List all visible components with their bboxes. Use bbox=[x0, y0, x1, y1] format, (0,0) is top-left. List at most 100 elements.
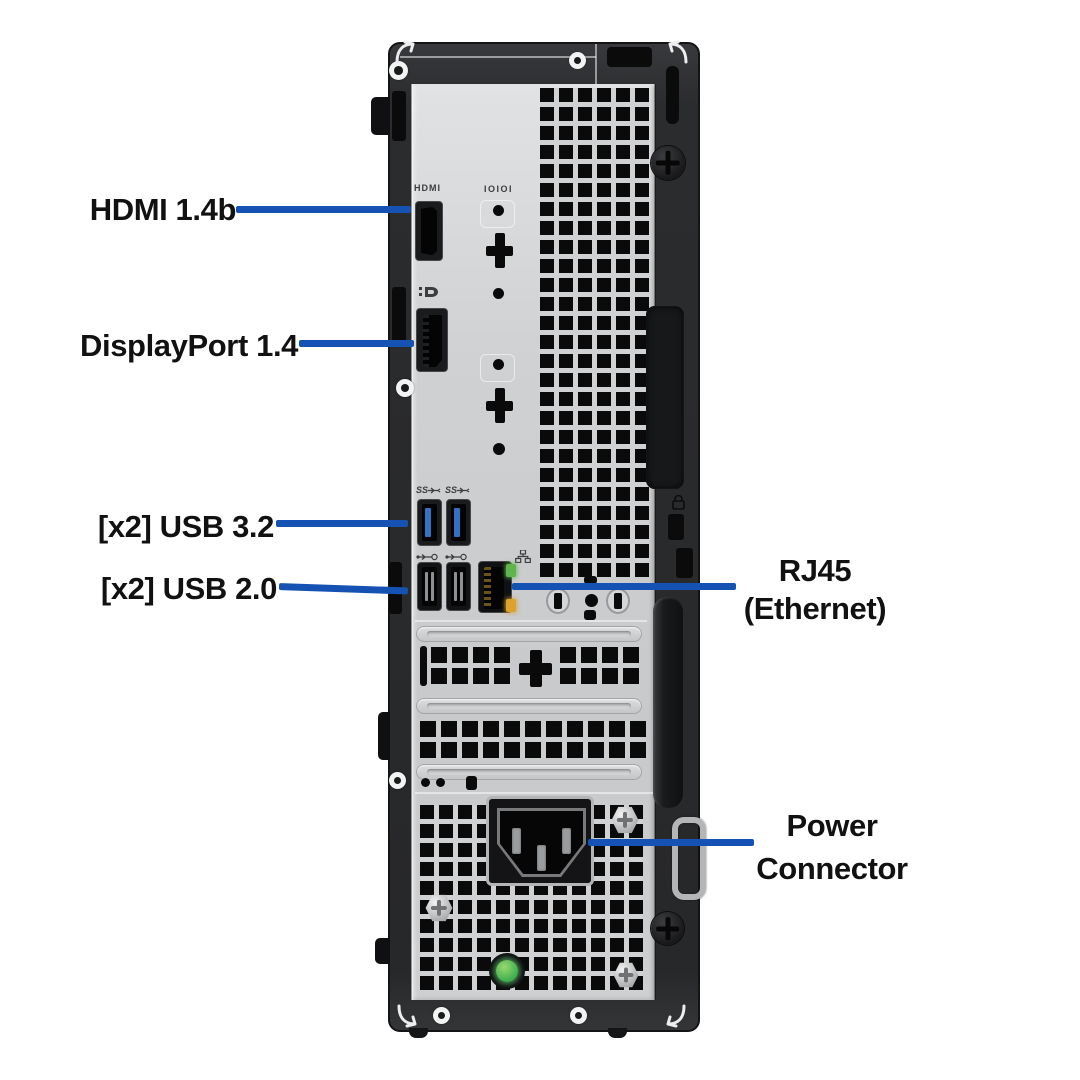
expansion-slot-cover bbox=[416, 698, 642, 714]
padlock-ring bbox=[672, 817, 706, 900]
vent-grid bbox=[540, 88, 649, 577]
hdmi-port-opening bbox=[421, 207, 437, 255]
knockout-hole bbox=[493, 443, 505, 455]
usb2-contacts bbox=[454, 572, 457, 601]
bracket-slot bbox=[584, 576, 597, 584]
corner-hook-icon bbox=[666, 1004, 686, 1028]
knockout-hole bbox=[493, 359, 504, 370]
chassis-cutout bbox=[392, 91, 406, 141]
usb3-tongue bbox=[425, 508, 431, 537]
frame-outline bbox=[400, 56, 596, 58]
power-inlet-pin bbox=[537, 845, 546, 871]
expansion-slot-cover bbox=[416, 764, 642, 780]
rj45-activity-led bbox=[506, 599, 516, 612]
leader-line-hdmi bbox=[236, 206, 411, 213]
knockout-hole bbox=[436, 778, 445, 787]
thumbscrew bbox=[651, 912, 684, 945]
annotation-displayport: DisplayPort 1.4 bbox=[80, 328, 298, 363]
annotation-rj45: RJ45 (Ethernet) bbox=[715, 552, 915, 628]
thumbscrew bbox=[651, 146, 685, 180]
expansion-vent-grid bbox=[420, 721, 646, 758]
panel-edge bbox=[411, 84, 413, 1000]
power-inlet-pin bbox=[562, 828, 571, 854]
usb3-speed-marking: SS bbox=[416, 485, 429, 495]
annotation-power: Power Connector bbox=[732, 804, 932, 890]
knockout-outline bbox=[480, 200, 515, 228]
usb3-tongue bbox=[454, 508, 460, 537]
power-inlet-pin bbox=[512, 828, 521, 854]
psu-edge bbox=[415, 792, 655, 794]
chassis-cutout bbox=[676, 548, 693, 578]
knockout-outline bbox=[480, 354, 515, 382]
expansion-vent-grid bbox=[560, 647, 639, 684]
displayport-opening bbox=[423, 315, 442, 367]
side-vent-slot bbox=[666, 66, 679, 124]
corner-hook-icon bbox=[668, 40, 688, 64]
top-vent-slot bbox=[607, 47, 652, 67]
annotation-hdmi: HDMI 1.4b bbox=[89, 192, 237, 227]
chassis-cutout bbox=[392, 287, 406, 343]
screw-hole bbox=[569, 52, 586, 69]
knockout-hole bbox=[493, 205, 504, 216]
chassis-side-tab bbox=[371, 97, 390, 135]
screw-hole bbox=[389, 61, 408, 80]
corner-hook-icon bbox=[395, 40, 415, 64]
release-latch-handle bbox=[653, 597, 683, 808]
usb2-port-1 bbox=[417, 562, 442, 611]
chassis-side-tab bbox=[375, 938, 390, 964]
frame-divider bbox=[595, 44, 597, 84]
screw-mount-cross bbox=[486, 233, 513, 268]
panel-edge bbox=[654, 84, 656, 1000]
leader-line-power bbox=[588, 839, 754, 846]
annotation-power-line2: Connector bbox=[756, 851, 908, 886]
usb2-contacts bbox=[425, 572, 428, 601]
leader-line-usb32 bbox=[276, 520, 408, 527]
screw-hole bbox=[389, 772, 406, 789]
leader-line-rj45 bbox=[512, 583, 736, 590]
psu-diagnostic-led bbox=[491, 955, 523, 987]
bracket-slot bbox=[466, 776, 477, 790]
expansion-slot-cover bbox=[416, 626, 642, 642]
annotation-power-line1: Power bbox=[786, 808, 878, 843]
chassis-foot bbox=[409, 1028, 428, 1038]
usb3-port-2 bbox=[446, 499, 471, 546]
handle-recess bbox=[646, 306, 684, 489]
usb3-port-1 bbox=[417, 499, 442, 546]
serial-port-marking: IOIOI bbox=[484, 184, 514, 194]
thumbscrew-hole bbox=[546, 588, 570, 614]
screw-mount-cross bbox=[519, 650, 552, 687]
usb2-contacts bbox=[460, 572, 463, 601]
bracket-slot bbox=[584, 610, 596, 620]
screw-hole bbox=[585, 594, 598, 607]
screw-hole bbox=[570, 1007, 587, 1024]
usb2-port-2 bbox=[446, 562, 471, 611]
screw-mount-cross bbox=[486, 388, 513, 423]
hdmi-port bbox=[415, 201, 443, 261]
screw-hole bbox=[396, 379, 414, 397]
chassis-foot bbox=[608, 1028, 627, 1038]
leader-line-displayport bbox=[299, 340, 414, 347]
expansion-vent-grid bbox=[431, 647, 510, 684]
psu-screw bbox=[425, 894, 453, 922]
corner-hook-icon bbox=[397, 1004, 417, 1028]
rj45-port bbox=[478, 561, 512, 613]
usb2-contacts bbox=[431, 572, 434, 601]
annotation-rj45-line2: (Ethernet) bbox=[743, 591, 887, 626]
rj45-link-led bbox=[506, 564, 516, 577]
knockout-hole bbox=[421, 778, 430, 787]
kensington-lock-slot bbox=[668, 514, 684, 540]
power-inlet-port bbox=[486, 796, 594, 886]
displayport-port bbox=[416, 308, 448, 372]
thumbscrew-hole bbox=[606, 588, 630, 614]
annotation-rj45-line1: RJ45 bbox=[778, 553, 852, 588]
annotation-usb32: [x2] USB 3.2 bbox=[97, 509, 275, 544]
annotation-usb20: [x2] USB 2.0 bbox=[100, 571, 278, 606]
usb3-speed-marking: SS bbox=[445, 485, 458, 495]
slot-vent bbox=[420, 646, 427, 686]
hdmi-port-marking: HDMI bbox=[414, 183, 441, 193]
chassis-side-tab bbox=[378, 712, 390, 760]
screw-hole bbox=[433, 1007, 450, 1024]
cage-edge bbox=[415, 620, 647, 622]
rj45-opening bbox=[484, 567, 504, 609]
